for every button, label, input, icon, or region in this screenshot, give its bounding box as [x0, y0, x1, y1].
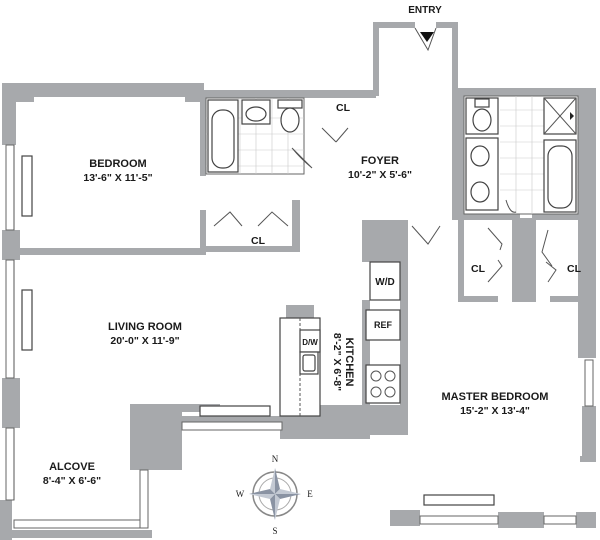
- room-dims-living-room: 20'-0" X 11'-9": [110, 335, 179, 347]
- room-name-alcove: ALCOVE: [49, 461, 95, 473]
- entry-label: ENTRY: [408, 5, 442, 16]
- compass-west-label: W: [236, 489, 245, 499]
- closet-label-master-right: CL: [567, 263, 582, 275]
- closet-label-master-left: CL: [471, 263, 486, 275]
- closet-label-bedroom: CL: [251, 235, 266, 247]
- dishwasher-label: D/W: [302, 338, 318, 347]
- windows: [5, 144, 594, 529]
- closet-label-foyer: CL: [336, 102, 351, 114]
- room-dims-kitchen: 8'-2" X 6'-8": [331, 333, 343, 391]
- radiators: [21, 155, 495, 506]
- compass-east-label: E: [307, 489, 313, 499]
- room-dims-master-bedroom: 15'-2" X 13'-4": [460, 405, 530, 417]
- walls: [0, 22, 596, 540]
- compass-icon: [249, 468, 301, 520]
- bathroom-2: [463, 95, 579, 215]
- room-dims-bedroom: 13'-6" X 11'-5": [83, 172, 152, 184]
- room-name-foyer: FOYER: [361, 155, 399, 167]
- kitchen-counter: [279, 261, 401, 417]
- room-name-master-bedroom: MASTER BEDROOM: [442, 391, 549, 403]
- room-name-living-room: LIVING ROOM: [108, 321, 182, 333]
- bathroom-1: [205, 97, 305, 175]
- room-dims-foyer: 10'-2" X 5'-6": [348, 169, 412, 181]
- room-dims-alcove: 8'-4" X 6'-6": [43, 475, 101, 487]
- room-name-kitchen: KITCHEN: [343, 338, 355, 387]
- compass-south-label: S: [272, 526, 277, 536]
- stove-icon: [365, 364, 401, 404]
- entry-arrow-icon: [420, 32, 434, 42]
- room-name-bedroom: BEDROOM: [89, 158, 146, 170]
- toilet-icon: [472, 108, 492, 132]
- doors: [213, 27, 557, 283]
- sink-icon: [470, 145, 490, 167]
- washer-dryer-label: W/D: [375, 277, 394, 288]
- compass-north-label: N: [272, 454, 279, 464]
- sink-icon: [470, 181, 490, 203]
- refrigerator-label: REF: [374, 320, 393, 330]
- refrigerator-icon: [365, 309, 401, 341]
- toilet-icon: [280, 107, 300, 133]
